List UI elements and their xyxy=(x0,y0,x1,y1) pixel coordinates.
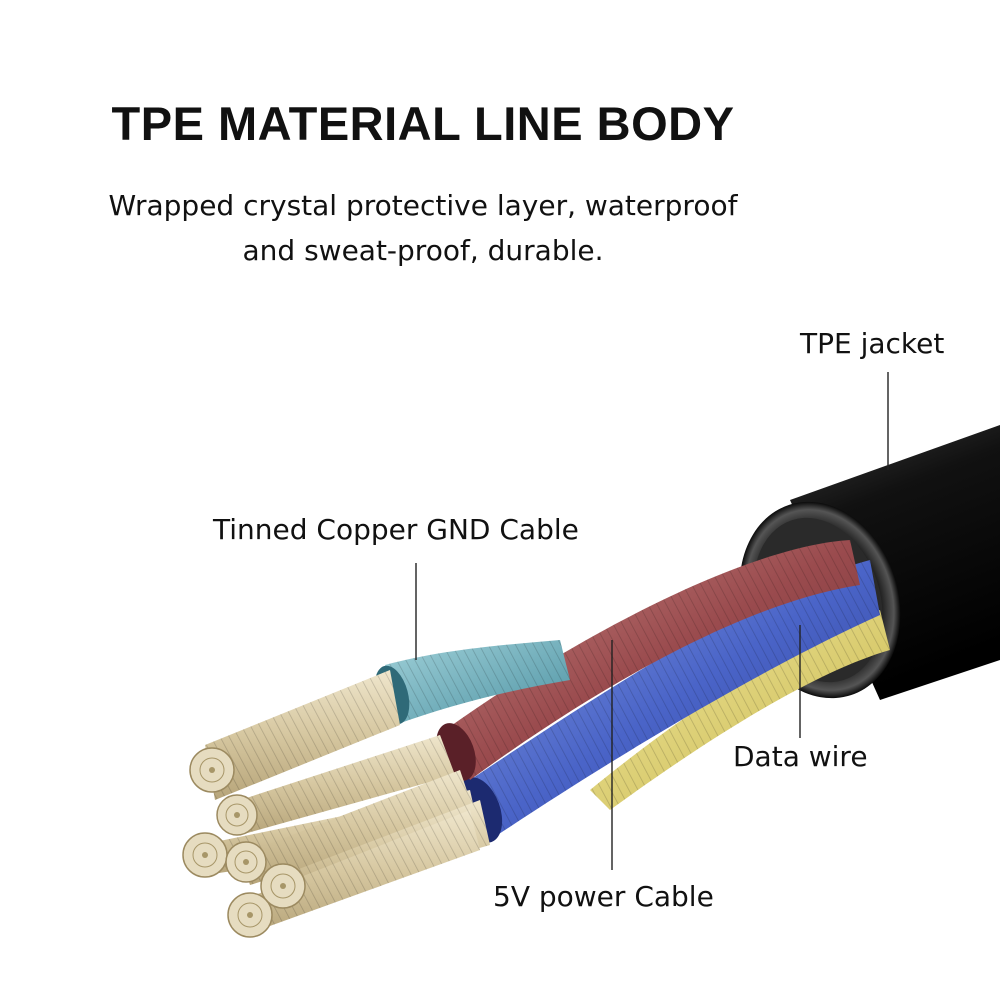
callout-tpe-jacket: TPE jacket xyxy=(800,327,945,360)
copper-strand-bundles xyxy=(182,670,490,938)
page-subtitle: Wrapped crystal protective layer, waterp… xyxy=(60,183,786,273)
callout-gnd-cable: Tinned Copper GND Cable xyxy=(213,513,579,546)
callout-power-cable: 5V power Cable xyxy=(493,880,714,913)
subtitle-line-2: and sweat-proof, durable. xyxy=(242,234,604,267)
data-wire-yellow xyxy=(590,610,890,810)
callout-lines xyxy=(415,372,889,870)
callout-data-wire: Data wire xyxy=(733,740,868,773)
page-title: TPE MATERIAL LINE BODY xyxy=(111,97,735,150)
subtitle-line-1: Wrapped crystal protective layer, waterp… xyxy=(108,189,738,222)
power-wire-red xyxy=(436,540,860,781)
